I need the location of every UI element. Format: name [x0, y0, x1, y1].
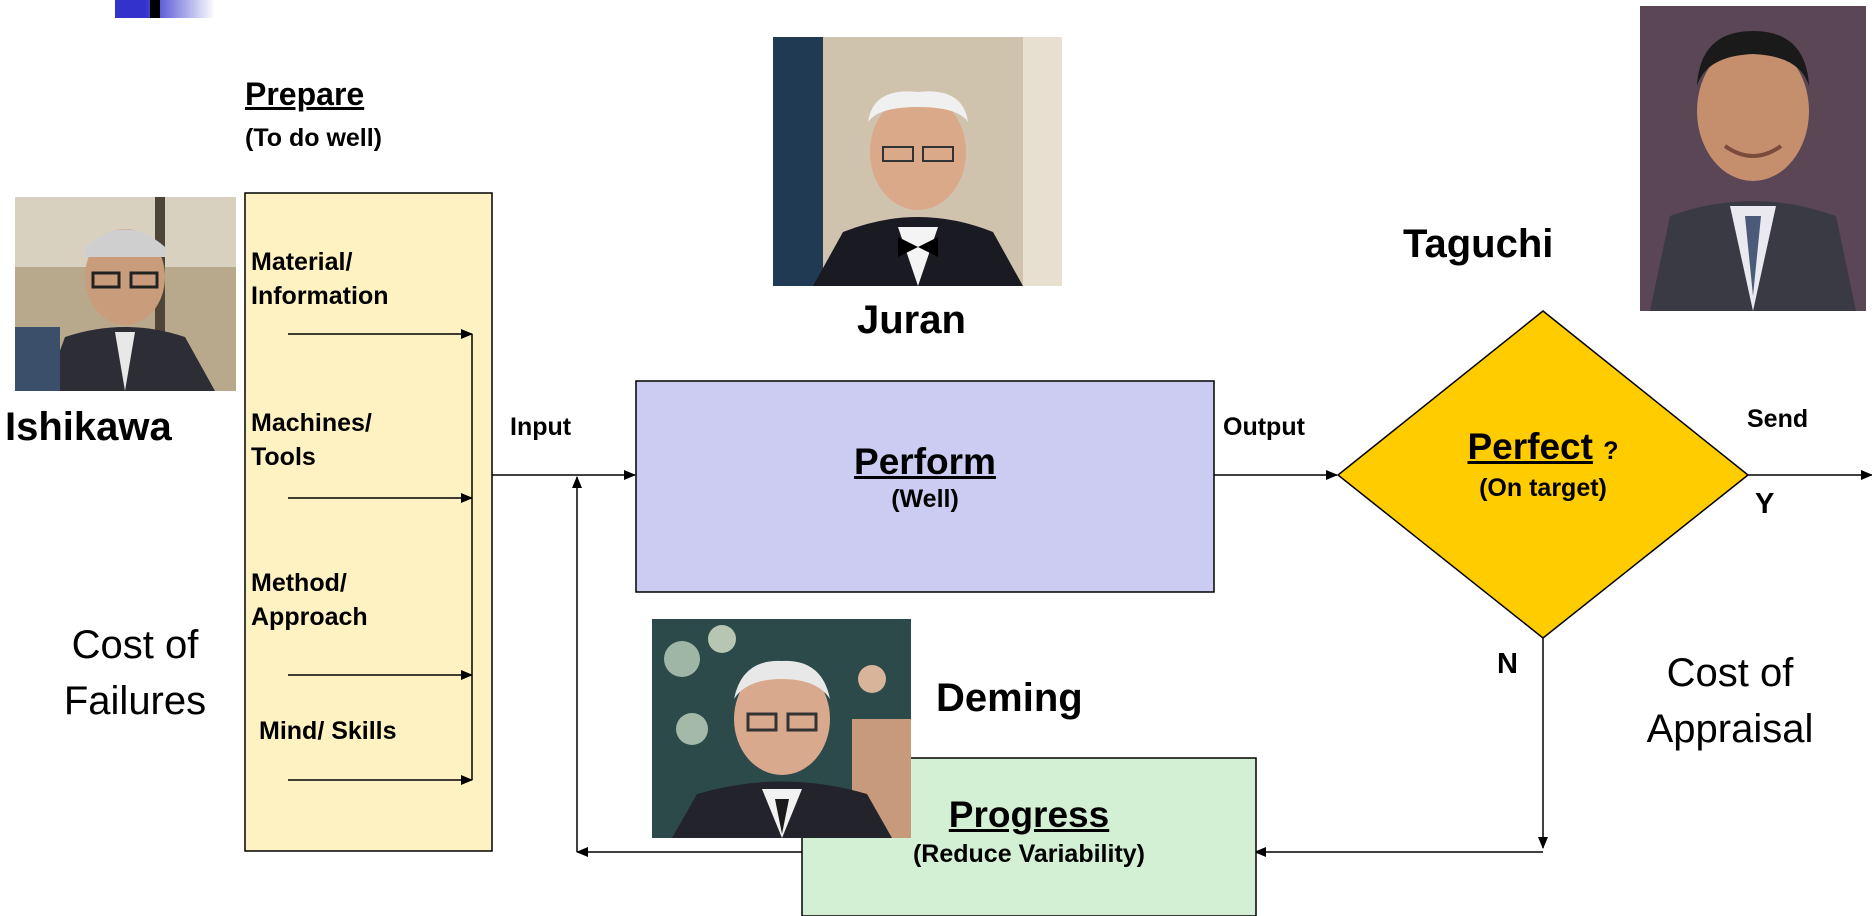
- input-label-method-line2: Approach: [251, 603, 368, 631]
- cost-of-appraisal: Cost of Appraisal: [1620, 645, 1840, 757]
- progress-title: Progress: [948, 794, 1110, 835]
- deming-photo: [652, 619, 911, 838]
- input-label-material-line1: Material/: [251, 248, 353, 276]
- perfect-title: Perfect: [1467, 426, 1593, 467]
- cost-of-failures-line2: Failures: [63, 679, 207, 723]
- perform-title: Perform: [854, 441, 996, 482]
- perform-box: [635, 380, 1215, 593]
- cost-of-appraisal-line2: Appraisal: [1646, 707, 1814, 751]
- progress-label: Progress (Reduce Variability): [802, 793, 1256, 871]
- output-label: Output: [1223, 413, 1305, 441]
- corner-accent-notch: [150, 0, 160, 18]
- input-label-machines: Machines/ Tools: [251, 406, 372, 474]
- input-label: Input: [510, 413, 572, 441]
- progress-subtitle: (Reduce Variability): [912, 840, 1146, 868]
- juran-name: Juran: [857, 298, 966, 342]
- perform-label: Perform (Well): [636, 440, 1214, 514]
- deming-name: Deming: [936, 676, 1083, 720]
- cost-of-failures-line1: Cost of: [71, 623, 199, 667]
- input-label-machines-line2: Tools: [251, 443, 316, 471]
- prepare-subtitle: (To do well): [245, 124, 383, 152]
- taguchi-photo: [1640, 6, 1866, 311]
- input-label-method: Method/ Approach: [251, 566, 368, 634]
- prepare-box: [244, 192, 493, 852]
- taguchi-name: Taguchi: [1403, 222, 1554, 266]
- send-label: Send: [1747, 405, 1809, 433]
- ishikawa-name: Ishikawa: [5, 405, 172, 449]
- perfect-title-line: Perfect ?: [1418, 425, 1668, 473]
- input-label-material: Material/ Information: [251, 245, 389, 313]
- perfect-question: ?: [1603, 437, 1619, 465]
- no-label: N: [1497, 648, 1518, 680]
- perfect-label: Perfect ? (On target): [1418, 425, 1668, 503]
- input-label-mind: Mind/ Skills: [259, 717, 397, 745]
- ishikawa-photo: [15, 197, 236, 391]
- cost-of-failures: Cost of Failures: [40, 617, 230, 729]
- input-label-material-line2: Information: [251, 282, 389, 310]
- corner-accent: [115, 0, 215, 18]
- prepare-title: Prepare: [245, 76, 365, 112]
- yes-label: Y: [1755, 488, 1775, 520]
- perform-subtitle: (Well): [891, 485, 959, 513]
- input-label-method-line1: Method/: [251, 569, 347, 597]
- juran-photo: [773, 37, 1062, 286]
- cost-of-appraisal-line1: Cost of: [1666, 651, 1794, 695]
- perfect-subtitle: (On target): [1479, 474, 1607, 502]
- input-label-machines-line1: Machines/: [251, 409, 372, 437]
